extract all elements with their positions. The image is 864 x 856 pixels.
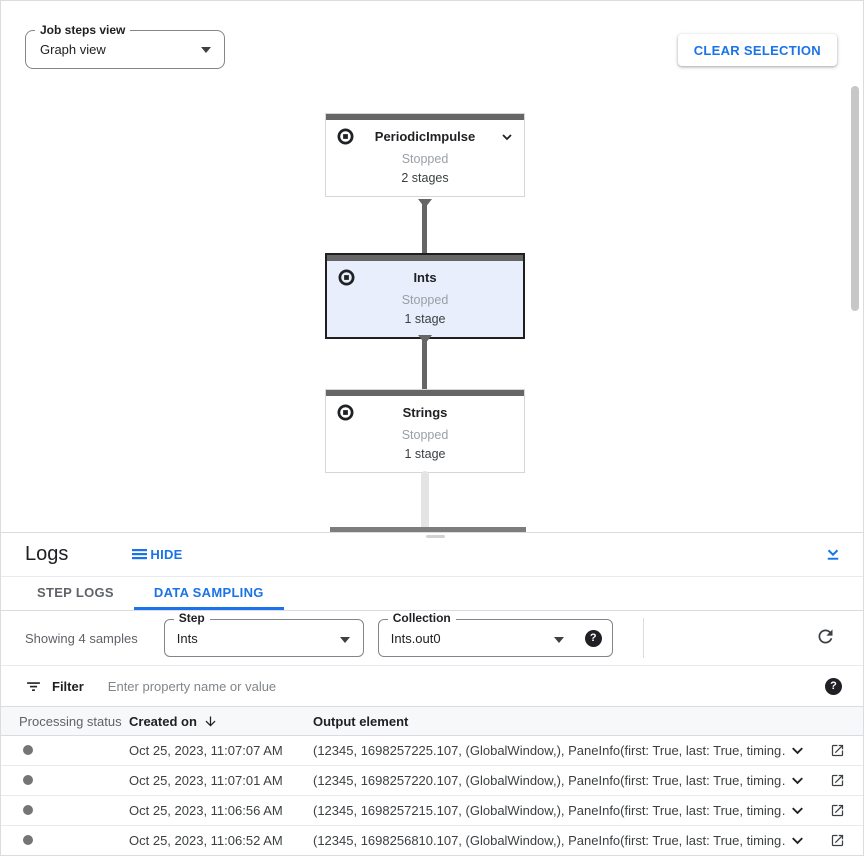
processing-status-dot — [23, 804, 33, 815]
dropdown-arrow-icon — [201, 47, 211, 53]
step-select-value: Ints — [176, 630, 198, 646]
graph-edge — [422, 335, 427, 389]
samples-table: Processing status Created on Output elem… — [1, 706, 863, 855]
node-title: Ints — [413, 270, 437, 285]
chevron-down-icon[interactable] — [499, 129, 515, 145]
created-on-cell: Oct 25, 2023, 11:07:07 AM — [129, 743, 283, 758]
graph-node-periodicimpulse[interactable]: PeriodicImpulse Stopped 2 stages — [325, 113, 525, 197]
logs-panel: Logs HIDE STEP LOGS DATA SAMPLING Showin… — [1, 532, 863, 855]
vertical-divider — [642, 618, 644, 658]
help-icon[interactable]: ? — [825, 677, 842, 695]
graph-node-strings[interactable]: Strings Stopped 1 stage — [325, 389, 525, 473]
column-header-processing-status: Processing status — [19, 713, 122, 729]
tab-step-logs[interactable]: STEP LOGS — [37, 584, 114, 600]
graph-edge — [422, 199, 427, 253]
node-stage-count: 2 stages — [401, 171, 449, 185]
node-title: Strings — [402, 405, 448, 420]
node-top-bar — [327, 255, 523, 261]
node-top-bar — [326, 114, 524, 120]
node-top-bar — [326, 390, 524, 396]
graph-node-ints[interactable]: Ints Stopped 1 stage — [325, 253, 525, 339]
sort-descending-icon — [203, 714, 218, 729]
processing-status-dot — [23, 834, 33, 845]
output-element-cell: (12345, 1698257225.107, (GlobalWindow,),… — [313, 743, 785, 758]
expand-row-icon[interactable] — [785, 829, 809, 853]
dropdown-arrow-icon — [339, 637, 350, 643]
expand-row-icon[interactable] — [785, 739, 809, 763]
job-steps-view-label: Job steps view — [35, 23, 131, 37]
table-row: Oct 25, 2023, 11:07:01 AM (12345, 169825… — [1, 766, 863, 796]
stopped-status-icon — [338, 269, 355, 286]
tab-data-sampling[interactable]: DATA SAMPLING — [133, 577, 284, 610]
column-header-output-element: Output element — [313, 713, 409, 729]
job-graph-canvas[interactable]: Job steps view Graph view CLEAR SELECTIO… — [1, 1, 863, 533]
column-header-created-on[interactable]: Created on — [129, 714, 313, 729]
logs-panel-header: Logs HIDE — [1, 533, 863, 577]
output-element-cell: (12345, 1698257215.107, (GlobalWindow,),… — [313, 803, 785, 818]
open-in-new-icon[interactable] — [825, 829, 849, 853]
output-element-cell: (12345, 1698256810.107, (GlobalWindow,),… — [313, 833, 785, 848]
collection-select-label: Collection — [387, 612, 456, 625]
created-on-cell: Oct 25, 2023, 11:06:56 AM — [129, 803, 283, 818]
expand-row-icon[interactable] — [785, 769, 809, 793]
open-in-new-icon[interactable] — [825, 739, 849, 763]
expand-row-icon[interactable] — [785, 799, 809, 823]
open-in-new-icon[interactable] — [825, 769, 849, 793]
logs-tabs: STEP LOGS DATA SAMPLING — [1, 577, 863, 611]
node-status: Stopped — [401, 293, 449, 307]
filter-icon — [25, 678, 42, 695]
created-on-label: Created on — [129, 713, 197, 729]
created-on-cell: Oct 25, 2023, 11:06:52 AM — [129, 833, 283, 848]
open-in-new-icon[interactable] — [825, 799, 849, 823]
filter-bar: Filter ? — [1, 665, 863, 706]
collection-select[interactable]: Collection Ints.out0 ? — [377, 612, 613, 657]
processing-status-dot — [23, 744, 33, 755]
graph-node-partial — [330, 527, 526, 533]
sample-count-text: Showing 4 samples — [25, 630, 138, 646]
panel-resize-handle[interactable] — [426, 535, 445, 538]
logs-panel-title: Logs — [25, 543, 69, 565]
processing-status-dot — [23, 774, 33, 785]
graph-edge-light — [421, 471, 429, 527]
output-element-cell: (12345, 1698257220.107, (GlobalWindow,),… — [313, 773, 785, 788]
step-select-label: Step — [173, 612, 210, 625]
node-status: Stopped — [401, 152, 449, 166]
node-stage-count: 1 stage — [404, 447, 446, 461]
filter-input[interactable] — [107, 678, 825, 694]
stopped-status-icon — [337, 128, 354, 145]
table-row: Oct 25, 2023, 11:06:56 AM (12345, 169825… — [1, 796, 863, 826]
collection-select-value: Ints.out0 — [390, 630, 441, 646]
job-steps-view-select[interactable]: Job steps view Graph view — [25, 23, 225, 69]
collapse-panel-icon[interactable] — [823, 545, 843, 565]
step-select[interactable]: Step Ints — [163, 612, 364, 657]
stopped-status-icon — [337, 404, 354, 421]
created-on-cell: Oct 25, 2023, 11:07:01 AM — [129, 773, 283, 788]
filter-label: Filter — [52, 678, 84, 694]
graph-vertical-scrollbar[interactable] — [851, 86, 859, 311]
node-stage-count: 1 stage — [404, 312, 446, 326]
dropdown-arrow-icon — [553, 637, 564, 643]
hide-logs-label: HIDE — [150, 547, 183, 562]
node-status: Stopped — [401, 428, 449, 442]
node-title: PeriodicImpulse — [374, 129, 476, 144]
sampling-controls: Showing 4 samples Step Ints Collection I… — [1, 611, 863, 665]
table-row: Oct 25, 2023, 11:07:07 AM (12345, 169825… — [1, 736, 863, 766]
hide-logs-button[interactable]: HIDE — [132, 547, 182, 562]
table-row: Oct 25, 2023, 11:06:52 AM (12345, 169825… — [1, 826, 863, 855]
hide-logs-icon — [132, 548, 148, 562]
help-icon[interactable]: ? — [584, 630, 602, 647]
refresh-samples-icon[interactable] — [813, 626, 837, 650]
job-steps-view-value: Graph view — [40, 42, 106, 57]
clear-selection-button[interactable]: CLEAR SELECTION — [677, 34, 837, 66]
table-header-row: Processing status Created on Output elem… — [1, 706, 863, 736]
